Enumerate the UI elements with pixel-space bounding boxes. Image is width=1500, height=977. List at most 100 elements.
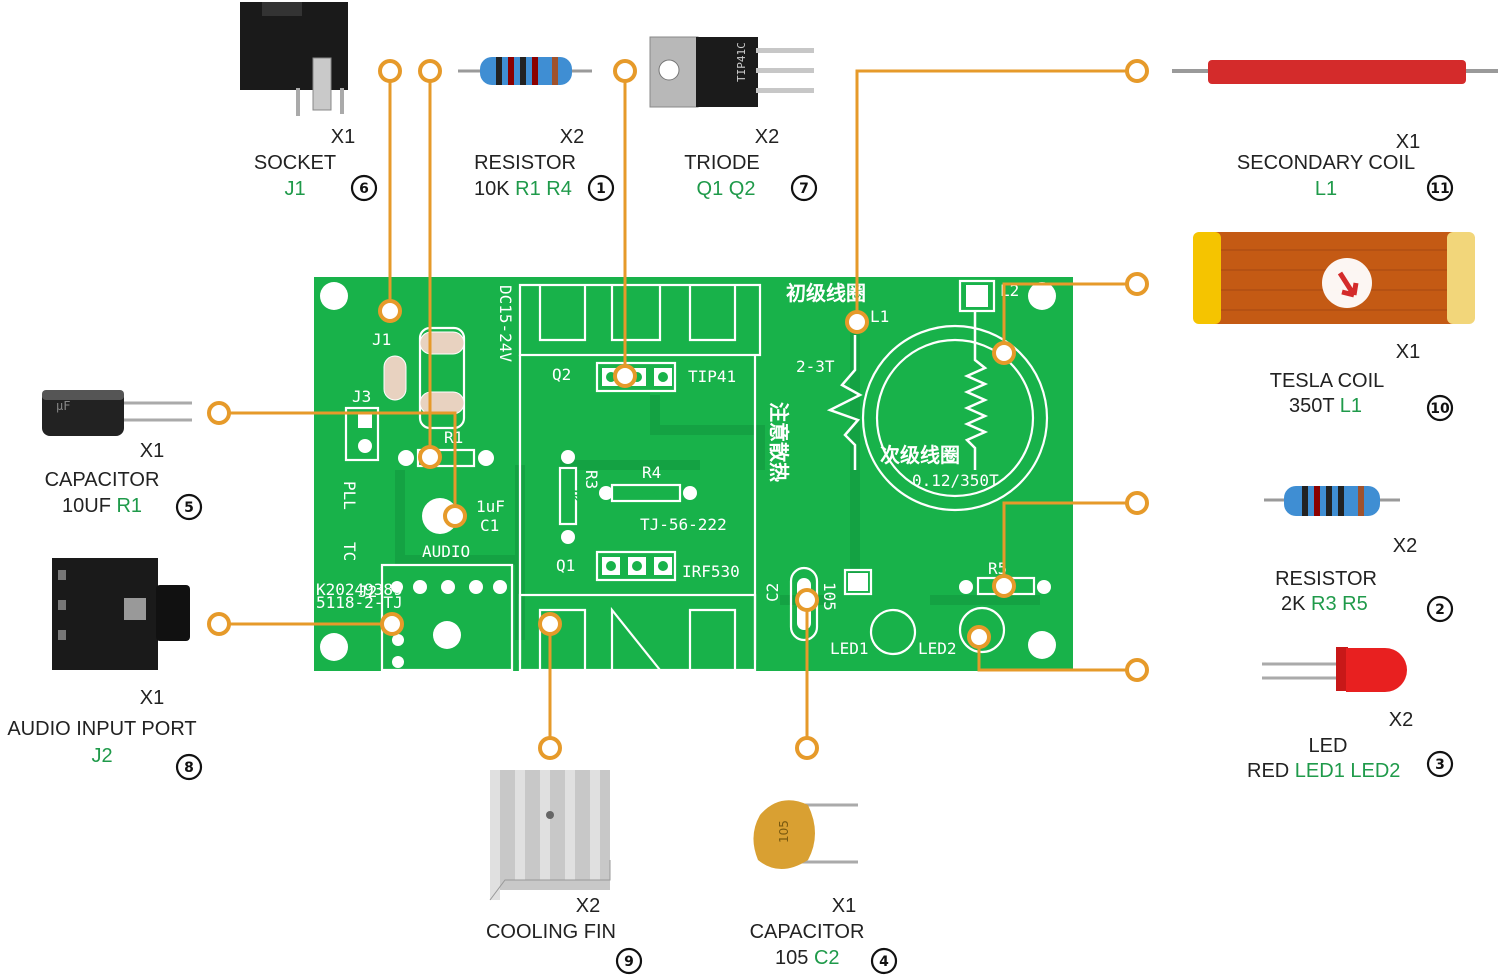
capacitor-105-name: CAPACITOR (750, 921, 865, 943)
svg-text:5: 5 (184, 500, 194, 516)
resistor-10k-name: RESISTOR (474, 152, 576, 174)
resistor-10k-qty: X2 (560, 126, 584, 148)
pcb-dc-rating: DC15-24V (496, 285, 515, 362)
pcb-irf530: IRF530 (682, 562, 740, 581)
pcb-pll: PLL (340, 481, 359, 510)
pcb-serial-2: 5118-2-TJ (316, 593, 403, 612)
pcb-model: TJ-56-222 (640, 515, 727, 534)
resistor-10k-value: 10K R1 R4 (474, 178, 572, 200)
badge-socket: 6 (350, 174, 378, 202)
audio-port-qty: X1 (140, 687, 164, 709)
pcb-r3-value: 2K (564, 484, 583, 504)
pcb-r4: R4 (642, 463, 661, 482)
resistor-2k-value: 2K R3 R5 (1281, 593, 1368, 615)
pcb-c1: C1 (480, 516, 499, 535)
badge-cooling-fin: 9 (615, 947, 643, 975)
pcb-r4-value: 10K (630, 484, 659, 503)
cooling-fin-name: COOLING FIN (486, 921, 616, 943)
pcb-q2: Q2 (552, 365, 571, 384)
pcb-r3: R3 (582, 470, 601, 489)
pcb-board: J1 J3 J2 DC15-24V Q2 TIP41 初级线圈 L1 L2 2-… (314, 277, 1073, 672)
capacitor-10uf-name: CAPACITOR (45, 469, 160, 491)
capacitor-10uf-qty: X1 (140, 440, 164, 462)
capacitor-marking: μF (56, 399, 70, 413)
capacitor-105-qty: X1 (832, 895, 856, 917)
capacitor-105-value: 105 C2 (775, 947, 840, 969)
svg-text:10: 10 (1430, 401, 1450, 417)
led-value: RED LED1 LED2 (1247, 760, 1400, 782)
pcb-tip41: TIP41 (688, 367, 736, 386)
resistor-2k-name: RESISTOR (1275, 568, 1377, 590)
svg-text:9: 9 (624, 954, 634, 970)
badge-resistor-2k: 2 (1426, 595, 1454, 623)
pcb-audio: AUDIO (422, 542, 470, 561)
pcb-l1: L1 (870, 307, 889, 326)
pcb-serial-1: K20249389 (316, 580, 403, 599)
badge-led: 3 (1426, 750, 1454, 778)
svg-text:11: 11 (1430, 181, 1449, 197)
socket-name: SOCKET (254, 152, 336, 174)
led-name: LED (1309, 735, 1348, 757)
triode-qty: X2 (755, 126, 779, 148)
tesla-coil-qty: X1 (1396, 341, 1420, 363)
cooling-fin-qty: X2 (576, 895, 600, 917)
svg-text:2: 2 (1435, 602, 1445, 618)
leader-dots (207, 59, 1149, 760)
pcb-c2: C2 (763, 583, 782, 602)
svg-text:4: 4 (879, 954, 889, 970)
badge-triode: 7 (790, 174, 818, 202)
capacitor-10uf-image: μF (42, 390, 192, 436)
pcb-r5: R5 (988, 559, 1007, 578)
resistor-2k-image (1264, 486, 1400, 516)
svg-text:7: 7 (799, 181, 809, 197)
socket-ref: J1 (284, 178, 305, 200)
pcb-c2-value: 105 (820, 582, 839, 611)
svg-text:3: 3 (1435, 757, 1445, 773)
badge-tesla-coil: 10 (1426, 394, 1454, 422)
triode-ref: Q1 Q2 (697, 178, 756, 200)
triode-marking: TIP41C (735, 42, 748, 82)
pcb-secondary-coil-label: 次级线圈 (880, 443, 960, 467)
leader-lines (219, 69, 1137, 748)
pcb-led2: LED2 (918, 639, 957, 658)
badge-secondary-coil: 11 (1426, 174, 1454, 202)
badge-capacitor-105: 4 (870, 947, 898, 975)
pcb-led1: LED1 (830, 639, 869, 658)
secondary-coil-image (1172, 60, 1498, 84)
pcb-j3: J3 (352, 387, 371, 406)
badge-capacitor-10uf: 5 (175, 493, 203, 521)
pcb-j1: J1 (372, 330, 391, 349)
tesla-coil-image (1193, 232, 1475, 324)
pcb-tc: TC (340, 542, 359, 561)
audio-port-ref: J2 (91, 745, 112, 767)
pcb-j2: J2 (358, 582, 377, 601)
triode-image: TIP41C (649, 36, 814, 108)
audio-jack-image (52, 558, 190, 670)
pcb-wire-spec: 0.12/350T (912, 471, 999, 490)
pcb-c1-value: 1uF (476, 497, 505, 516)
capacitor-105-image: 105 (753, 800, 858, 869)
capacitor-105-marking: 105 (777, 820, 791, 843)
led-image (1262, 647, 1407, 692)
pcb-turns: 2-3T (796, 357, 835, 376)
resistor-10k-image (458, 57, 592, 85)
svg-text:6: 6 (359, 181, 369, 197)
socket-qty: X1 (331, 126, 355, 148)
pcb-heat-warning: 注意散热 (767, 402, 791, 482)
badge-resistor-10k: 1 (587, 174, 615, 202)
socket-image (240, 2, 348, 116)
secondary-coil-ref: L1 (1315, 178, 1337, 200)
svg-text:8: 8 (184, 760, 194, 776)
audio-port-name: AUDIO INPUT PORT (7, 718, 196, 740)
number-badges: 6 1 7 11 10 2 3 5 8 9 4 (175, 174, 1454, 975)
cooling-fin-image (489, 770, 611, 901)
tesla-coil-value: 350T L1 (1289, 395, 1362, 417)
svg-text:1: 1 (596, 181, 606, 197)
led-qty: X2 (1389, 709, 1413, 731)
secondary-coil-qty: X1 (1396, 131, 1420, 153)
secondary-coil-name: SECONDARY COIL (1237, 152, 1415, 174)
resistor-2k-qty: X2 (1393, 535, 1417, 557)
pcb-q1: Q1 (556, 556, 575, 575)
pcb-primary-coil-label: 初级线圈 (786, 281, 866, 305)
